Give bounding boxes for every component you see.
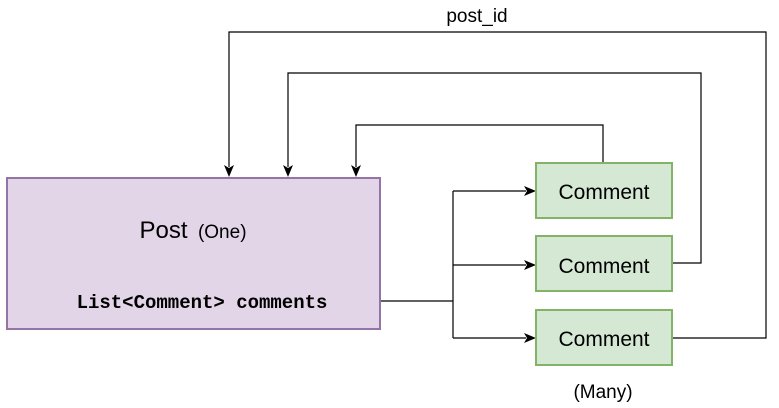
post-id-line-comment-1 — [355, 124, 604, 167]
comment-entity-3: Comment — [535, 309, 673, 366]
comment-box-2 — [535, 235, 673, 292]
arrowhead-post-1 — [351, 165, 361, 177]
comment-box-1 — [535, 162, 673, 219]
comment-entity-2: Comment — [535, 235, 673, 292]
comment-label-1: Comment — [558, 181, 649, 204]
post-entity: Post (One) List<Comment> comments — [6, 177, 381, 330]
post-id-line-comment-3 — [228, 31, 767, 339]
comment-entity-1: Comment — [535, 162, 673, 219]
many-multiplicity-label: (Many) — [573, 382, 632, 403]
post-title: Post — [139, 217, 187, 244]
post-heading: Post (One) — [139, 217, 246, 244]
comment-entities: Comment Comment Comment (Many) — [535, 162, 673, 403]
comment-box-3 — [535, 309, 673, 366]
comment-label-2: Comment — [558, 255, 649, 278]
post-id-line-comment-2 — [287, 72, 702, 264]
comment-label-3: Comment — [558, 328, 649, 351]
field-to-comments-connector — [369, 186, 536, 343]
post-id-connectors: post_id — [224, 6, 767, 339]
post-id-label: post_id — [446, 6, 507, 27]
post-comments-field: List<Comment> comments — [77, 292, 328, 314]
arrowhead-post-3 — [224, 165, 234, 177]
arrowhead-comment-3 — [524, 333, 536, 343]
post-box — [6, 177, 381, 330]
arrowhead-post-2 — [283, 165, 293, 177]
arrowhead-comment-1 — [524, 186, 536, 196]
arrowhead-comment-2 — [524, 260, 536, 270]
post-multiplicity: (One) — [198, 222, 247, 243]
